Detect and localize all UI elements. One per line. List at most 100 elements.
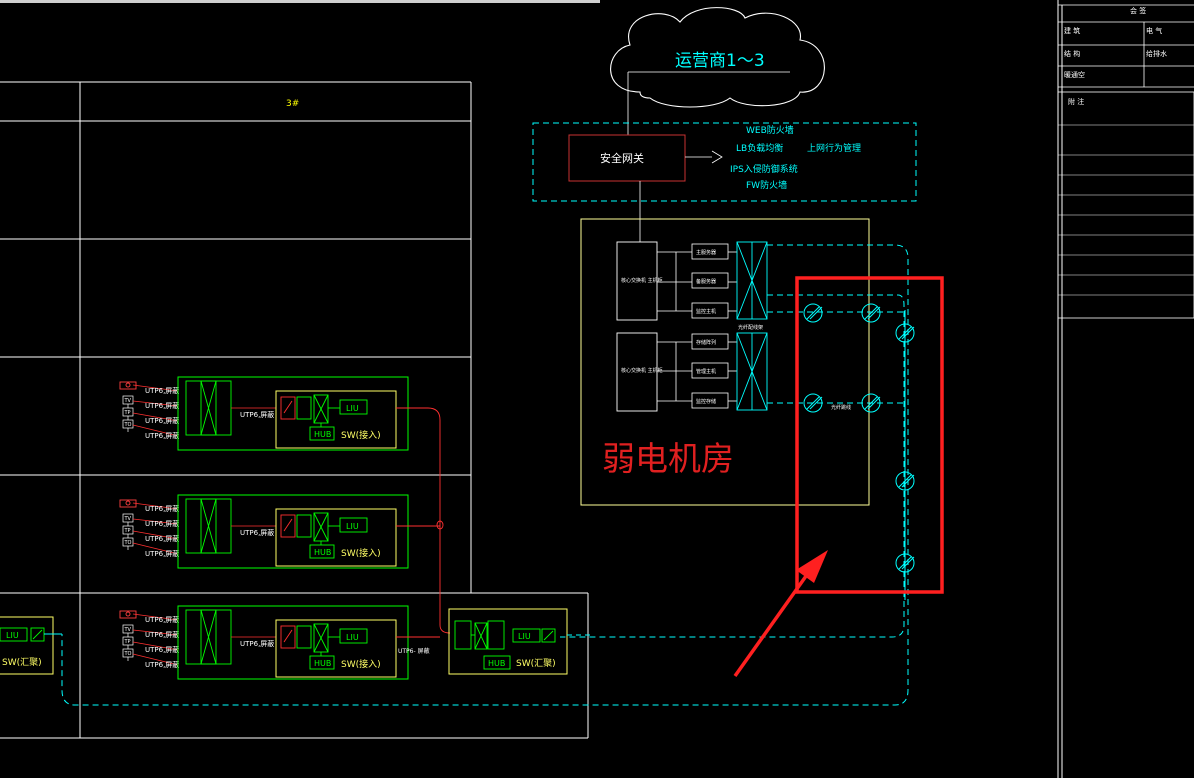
highlight-box	[795, 276, 944, 594]
fiber-node-icon	[895, 323, 915, 343]
notes-label: 附 注	[1068, 97, 1084, 106]
server-box[interactable]	[691, 362, 729, 379]
feature-behavior: 上网行为管理	[807, 142, 861, 154]
liu-label: LIU	[6, 631, 19, 640]
server-box[interactable]	[691, 392, 729, 409]
server-box[interactable]	[691, 243, 729, 260]
feature-lb: LB负载均衡	[736, 142, 783, 154]
feature-fw: FW防火墙	[746, 179, 787, 191]
isp-cloud: 运营商1～3	[610, 7, 825, 135]
outlet-label: TO	[124, 540, 132, 546]
tb-cell-1b: 电 气	[1146, 26, 1162, 35]
sw-access-label: SW(接入)	[341, 658, 381, 670]
trunk-label: UTP6,屏蔽	[240, 410, 274, 419]
fiber-node-icon	[895, 553, 915, 573]
core-switch-2[interactable]	[616, 332, 658, 412]
outlet-label: TP	[124, 639, 131, 645]
floor-table-grid	[0, 81, 589, 739]
annotation-arrow-icon	[733, 550, 828, 678]
tb-cell-1a: 建 筑	[1064, 26, 1080, 35]
hub-label: HUB	[314, 548, 331, 557]
cable-label: UTP6,屏蔽	[145, 549, 179, 558]
sw-core-label: SW(汇聚)	[516, 658, 556, 669]
sw-access-label: SW(接入)	[341, 429, 381, 441]
cable-label: UTP6,屏蔽	[145, 504, 179, 513]
outlet-label: TP	[124, 528, 131, 534]
access-switch[interactable]	[275, 619, 397, 678]
trunk-label: UTP6,屏蔽	[240, 639, 274, 648]
tb-cell-2a: 结 构	[1064, 49, 1080, 58]
patch-panel-1[interactable]	[736, 241, 768, 320]
access-switch[interactable]	[275, 390, 397, 449]
trunk-label: UTP6,屏蔽	[240, 528, 274, 537]
outlet-label: TV	[124, 516, 132, 522]
sw-access-label: SW(接入)	[341, 547, 381, 559]
server-label: 监控存储	[696, 398, 716, 405]
floor-cabinet-row: TV TP TO UTP6,屏蔽 UTP6,屏蔽 UTP6,屏蔽 UTP6,屏蔽 UTP6,屏…	[119, 494, 409, 569]
floor-cabinet[interactable]	[177, 494, 409, 569]
core-switch-1[interactable]	[616, 241, 658, 321]
cable-label: UTP6,屏蔽	[145, 630, 179, 639]
server-box[interactable]	[691, 302, 729, 319]
liu-label: LIU	[346, 522, 359, 531]
fiber-node-icon	[803, 303, 823, 323]
server-box[interactable]	[691, 272, 729, 289]
hub-label: HUB	[314, 430, 331, 439]
cable-label: UTP6,屏蔽	[145, 519, 179, 528]
security-zone: 安全网关 WEB防火墙 LB负载均衡 IPS入侵防御系统 FW防火墙 上网行为管…	[532, 122, 917, 242]
patch-panel-label: 光纤配线架	[738, 324, 763, 331]
access-switch[interactable]	[275, 508, 397, 567]
server-label: 监控主机	[696, 308, 716, 315]
fiber-node-icon	[861, 393, 881, 413]
floor-cabinet[interactable]	[177, 605, 409, 680]
outlet-label: TO	[124, 651, 132, 657]
distribution-switch[interactable]: LIU HUB SW(汇聚)	[448, 608, 568, 675]
core-switch-2-label: 核心交换机 主机柜	[621, 367, 663, 374]
fiber-node-icon	[861, 303, 881, 323]
floor-cabinet[interactable]	[177, 376, 409, 451]
hub-label: HUB	[314, 659, 331, 668]
isp-label: 运营商1～3	[675, 51, 765, 71]
outlet-label: TV	[124, 627, 132, 633]
floor-cabinet-row: TVTPTOUTP6,屏蔽UTP6,屏蔽UTP6,屏蔽UTP6,屏蔽UTP6,屏…	[119, 376, 409, 451]
cable-label: UTP6,屏蔽	[145, 534, 179, 543]
floor-cabinet-row: TV TP TO UTP6,屏蔽 UTP6,屏蔽 UTP6,屏蔽 UTP6,屏蔽 UTP6,屏…	[119, 605, 409, 680]
outlet-label: TP	[124, 410, 131, 416]
server-row-1: 主服务器 备服务器 监控主机	[691, 243, 729, 319]
cable-label: UTP6,屏蔽	[145, 645, 179, 654]
cable-label: UTP6,屏蔽	[145, 660, 179, 669]
arrow-icon	[711, 150, 723, 164]
tb-cell-2b: 给排水	[1146, 49, 1167, 58]
cable-label: UTP6,屏蔽	[145, 431, 179, 440]
fiber-node-icon	[895, 471, 915, 491]
outlet-label: TO	[124, 422, 132, 428]
cable-label: UTP6,屏蔽	[145, 386, 179, 395]
sw-core-label: SW(汇聚)	[2, 657, 42, 668]
outlet-label: TV	[124, 398, 132, 404]
security-gateway-label: 安全网关	[600, 151, 644, 165]
liu-label: LIU	[346, 633, 359, 642]
liu-label: LIU	[518, 632, 531, 641]
equipment-room-title: 弱电机房	[602, 439, 734, 478]
riser-cable	[396, 407, 451, 638]
feature-waf: WEB防火墙	[746, 124, 794, 136]
server-box[interactable]	[691, 333, 729, 350]
hub-label: HUB	[488, 659, 505, 668]
left-distribution-switch[interactable]: LIU SW(汇聚)	[0, 616, 62, 675]
server-row-2: 存储阵列 管理主机 监控存储	[691, 333, 729, 409]
security-gateway-box[interactable]	[568, 134, 686, 182]
cable-label: UTP6,屏蔽	[145, 615, 179, 624]
server-label: 主服务器	[696, 249, 716, 256]
tb-cell-3a: 暖通空	[1064, 70, 1085, 79]
fiber-node-icon	[803, 393, 823, 413]
liu-label: LIU	[346, 404, 359, 413]
server-label: 管理主机	[696, 368, 716, 375]
patch-panel-2[interactable]	[736, 332, 768, 411]
uplink-label: UTP6- 屏蔽	[398, 647, 430, 655]
fiber-splice-points	[803, 303, 915, 573]
feature-ips: IPS入侵防御系统	[730, 163, 798, 175]
column-header-3: 3#	[286, 99, 299, 109]
fiber-links	[61, 244, 909, 706]
window-edge	[0, 0, 600, 3]
